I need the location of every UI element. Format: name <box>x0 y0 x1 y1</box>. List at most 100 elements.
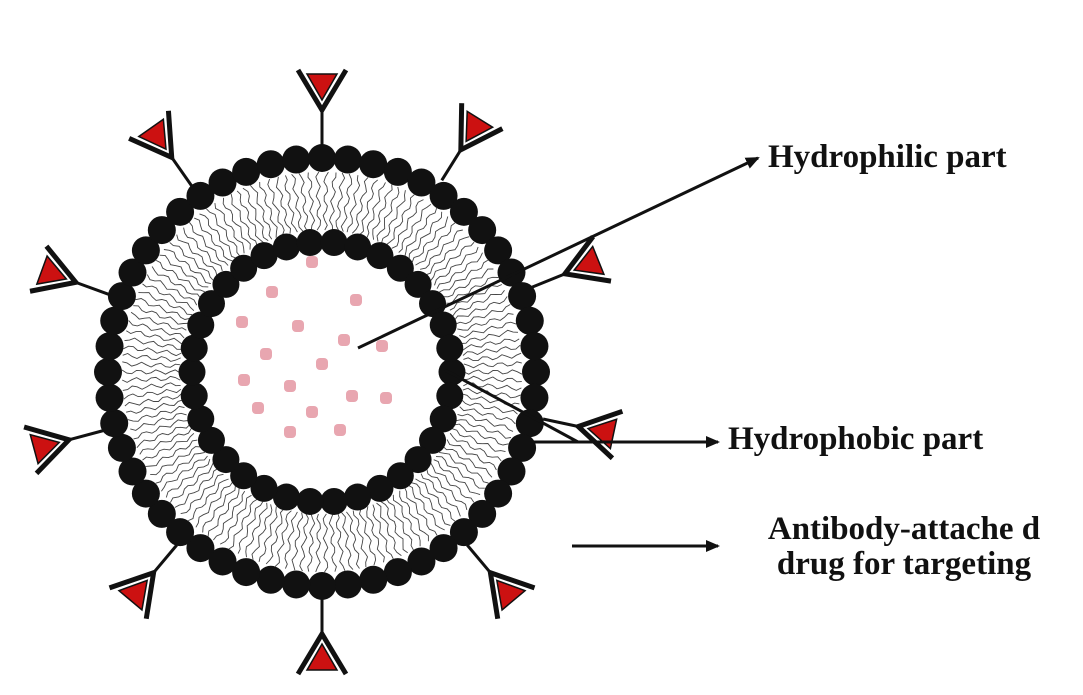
lipid-tail <box>426 237 470 275</box>
lipid-tail <box>436 457 485 489</box>
lipid-tail <box>330 173 337 231</box>
lipid-head-icon <box>187 405 214 432</box>
lipid-tail <box>189 222 228 265</box>
lipid-head-icon <box>181 382 208 409</box>
lipid-head-icon <box>359 150 387 178</box>
lipid-tail <box>208 487 239 536</box>
lipid-head-icon <box>96 384 124 412</box>
lipid-tail <box>323 514 328 572</box>
lipid-tail <box>250 185 271 239</box>
lipid-head-icon <box>320 488 347 515</box>
lipid-head-icon <box>430 312 457 339</box>
lipid-head-icon <box>108 434 136 462</box>
lipid-tail <box>122 370 180 374</box>
lipid-tail <box>175 469 218 508</box>
lipid-tail <box>464 362 522 368</box>
lipid-tail <box>316 172 321 230</box>
drug-molecule-icon <box>346 390 358 402</box>
lipid-tail <box>437 253 483 289</box>
lipid-head-icon <box>257 150 285 178</box>
lipid-tail <box>464 370 522 374</box>
lipid-tail <box>137 424 190 447</box>
drug-molecule-icon <box>380 392 392 404</box>
antibody-icon <box>298 598 346 674</box>
lipid-head-icon <box>297 229 324 256</box>
lipid-tail <box>308 173 315 231</box>
drug-molecule-icon <box>252 402 264 414</box>
lipid-tail <box>299 173 308 231</box>
lipid-tail <box>450 433 501 461</box>
hydrophobic-label: Hydrophobic part <box>728 422 983 457</box>
lipid-tail <box>463 345 520 355</box>
lipid-tail <box>427 468 467 510</box>
drug-molecule-icon <box>376 340 388 352</box>
lipid-tail <box>386 195 415 246</box>
lipid-head-icon <box>516 307 544 335</box>
lipid-head-icon <box>282 146 310 174</box>
lipid-tail <box>203 485 236 533</box>
antibody-icon <box>24 407 110 473</box>
lipid-head-icon <box>520 332 548 360</box>
lipid-tail <box>123 383 181 391</box>
lipid-tail <box>181 474 224 513</box>
lipid-tail <box>237 191 263 243</box>
lipid-head-icon <box>273 233 300 260</box>
lipid-tail <box>156 260 205 291</box>
lipid-tail <box>455 420 511 439</box>
lipid-tail <box>393 495 420 547</box>
lipid-tail <box>463 353 521 360</box>
lipid-tail <box>434 460 480 495</box>
drug-molecule-icon <box>316 358 328 370</box>
lipid-tail <box>206 209 240 256</box>
lipid-tail <box>292 174 303 231</box>
lipid-head-icon <box>297 488 324 515</box>
antibody-icon <box>298 70 346 146</box>
lipid-head-icon <box>334 570 362 598</box>
lipid-head-icon <box>94 358 122 386</box>
lipid-head-icon <box>181 335 208 362</box>
lipid-head-icon <box>232 158 260 186</box>
lipid-tail <box>336 513 345 571</box>
lipid-tail <box>223 198 250 250</box>
lipid-tail <box>421 474 460 517</box>
lipid-tail <box>352 177 368 233</box>
drug-molecule-icon <box>306 256 318 268</box>
lipid-tail <box>123 354 181 362</box>
lipid-tail <box>308 514 315 572</box>
lipid-tail <box>447 439 496 470</box>
inner-lipid-layer <box>179 229 466 515</box>
lipid-tail <box>259 507 277 562</box>
antibody-label-line-1: Antibody-attache d <box>728 512 1080 547</box>
antibody-label: Antibody-attache d drug for targeting <box>728 512 1080 581</box>
lipid-tail <box>125 394 182 406</box>
lipid-head-icon <box>439 359 466 386</box>
lipid-tail <box>412 217 448 263</box>
pointer-arrows <box>358 158 758 546</box>
lipid-tail <box>373 505 393 559</box>
drug-molecule-icon <box>266 286 278 298</box>
lipid-head-icon <box>100 307 128 335</box>
lipid-tail <box>124 389 181 399</box>
lipid-head-icon <box>179 359 206 386</box>
lipid-tail <box>123 346 181 355</box>
lipid-tail <box>336 173 345 231</box>
lipid-tail <box>133 306 188 325</box>
lipid-tail <box>125 338 182 349</box>
drug-molecule-icon <box>334 424 346 436</box>
hydrophilic-label: Hydrophilic part <box>768 140 1007 175</box>
drug-molecule-icon <box>350 294 362 306</box>
lipid-head-icon <box>359 566 387 594</box>
lipid-tail <box>461 330 518 343</box>
lipid-tail <box>229 499 258 549</box>
lipid-tail <box>454 424 509 445</box>
lipid-tail <box>329 514 336 572</box>
lipid-head-icon <box>308 144 336 172</box>
lipid-head-icon <box>436 382 463 409</box>
lipid-tail <box>147 275 196 306</box>
drug-molecule-icon <box>338 334 350 346</box>
drug-molecule-icon <box>292 320 304 332</box>
lipid-head-icon <box>282 570 310 598</box>
lipid-head-icon <box>522 358 550 386</box>
lipid-tail <box>300 513 309 571</box>
lipid-head-icon <box>344 484 371 511</box>
